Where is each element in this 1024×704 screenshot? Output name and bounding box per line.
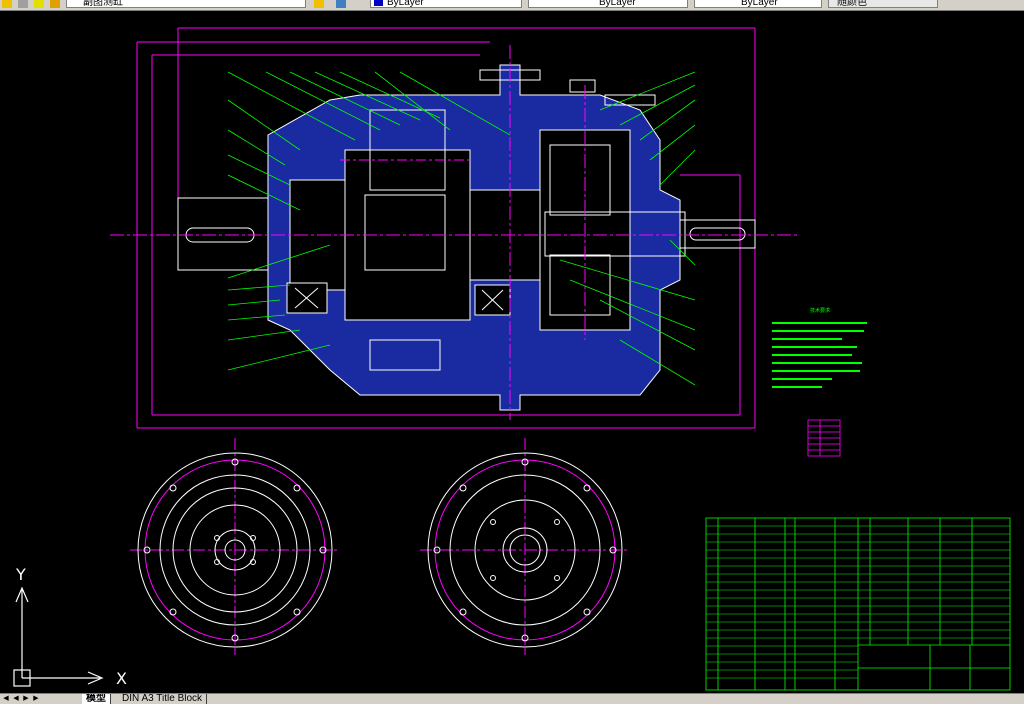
linetype-value: ByLayer	[599, 0, 636, 8]
flange-view-left	[130, 438, 340, 655]
color-swatch-icon	[374, 0, 383, 6]
layer-state-icon[interactable]	[18, 0, 28, 8]
text-style-value: 副图测缸	[83, 0, 123, 8]
ucs-y-label: Y	[15, 565, 26, 584]
color-value: ByLayer	[387, 0, 424, 8]
tech-requirements: 技术要求	[772, 307, 867, 388]
color-combo[interactable]: ByLayer	[370, 0, 522, 8]
part-leaders	[227, 71, 696, 386]
layout-tabs: ◀ ◀ ▶ ▶ 模型 DIN A3 Title Block	[0, 693, 1024, 704]
layer-previous-icon[interactable]	[336, 0, 346, 8]
linetype-combo[interactable]: ByLayer	[528, 0, 688, 8]
make-current-icon[interactable]	[314, 0, 324, 8]
text-style-combo[interactable]: 副图测缸	[66, 0, 306, 8]
lineweight-combo[interactable]: ByLayer	[694, 0, 822, 8]
layer-icon[interactable]	[2, 0, 12, 8]
next-tab-icon[interactable]: ▶	[23, 695, 29, 702]
parts-list-table	[705, 517, 1011, 691]
lineweight-value: ByLayer	[741, 0, 778, 8]
spec-table	[807, 419, 841, 457]
parts-list-rows	[706, 525, 1010, 679]
tab-din-a3-title-block[interactable]: DIN A3 Title Block	[118, 694, 208, 704]
lightbulb-icon[interactable]	[34, 0, 44, 8]
last-tab-icon[interactable]: ▶	[33, 695, 39, 702]
sun-icon[interactable]	[50, 0, 60, 8]
prev-tab-icon[interactable]: ◀	[13, 695, 19, 702]
plotstyle-combo[interactable]: 随颜色	[828, 0, 938, 8]
drawing-canvas[interactable]: 技术要求	[0, 10, 1024, 693]
ucs-x-label: X	[116, 669, 127, 688]
ucs-icon	[13, 586, 104, 687]
section-view	[110, 45, 800, 420]
plotstyle-value: 随颜色	[837, 0, 867, 8]
first-tab-icon[interactable]: ◀	[3, 695, 9, 702]
properties-toolbar: 副图测缸 ByLayer ByLayer ByLayer 随颜色	[0, 0, 1024, 11]
tech-requirements-title: 技术要求	[810, 307, 830, 314]
flange-view-right	[420, 438, 630, 655]
tab-model[interactable]: 模型	[82, 694, 111, 704]
